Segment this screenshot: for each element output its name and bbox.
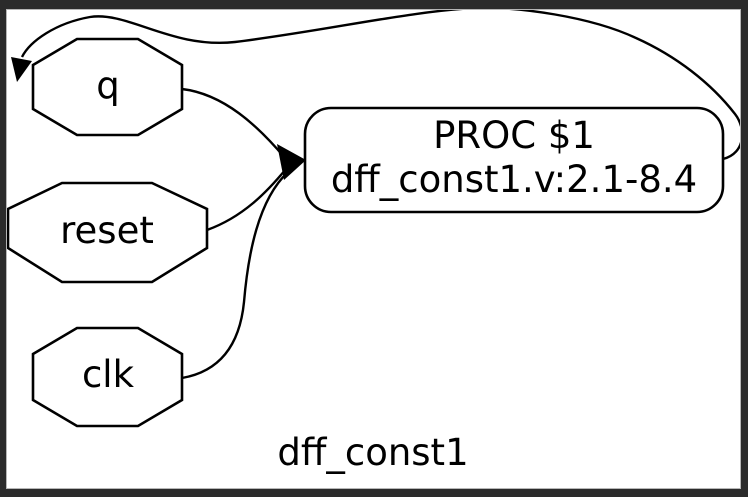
edge-proc-to-q-feedback — [20, 10, 740, 161]
node-reset-octagon — [7, 181, 209, 284]
node-clk-label: clk — [82, 353, 135, 396]
node-reset-label: reset — [60, 209, 154, 252]
node-q-label: q — [96, 64, 120, 107]
node-proc-label-line1: PROC $1 — [433, 114, 595, 157]
edge-reset-to-proc — [206, 168, 287, 232]
edge-clk-to-proc — [181, 171, 289, 380]
diagram-page: q reset clk PROC $1 dff_const1.v:2.1-8.4… — [7, 10, 740, 488]
node-proc: PROC $1 dff_const1.v:2.1-8.4 — [303, 106, 725, 214]
node-q-octagon — [31, 37, 184, 137]
node-clk-octagon — [31, 326, 184, 428]
node-q: q — [31, 37, 184, 137]
graph-title-label: dff_const1 — [277, 431, 468, 474]
node-proc-label-line2: dff_const1.v:2.1-8.4 — [331, 158, 697, 201]
node-proc-rounded-rect — [303, 106, 725, 214]
arrowhead-into-q — [11, 57, 32, 82]
edge-q-to-proc — [181, 87, 286, 159]
schematic-canvas: q reset clk PROC $1 dff_const1.v:2.1-8.4… — [7, 10, 740, 474]
node-reset: reset — [7, 181, 209, 284]
node-clk: clk — [31, 326, 184, 428]
arrowhead-into-proc — [277, 144, 306, 180]
